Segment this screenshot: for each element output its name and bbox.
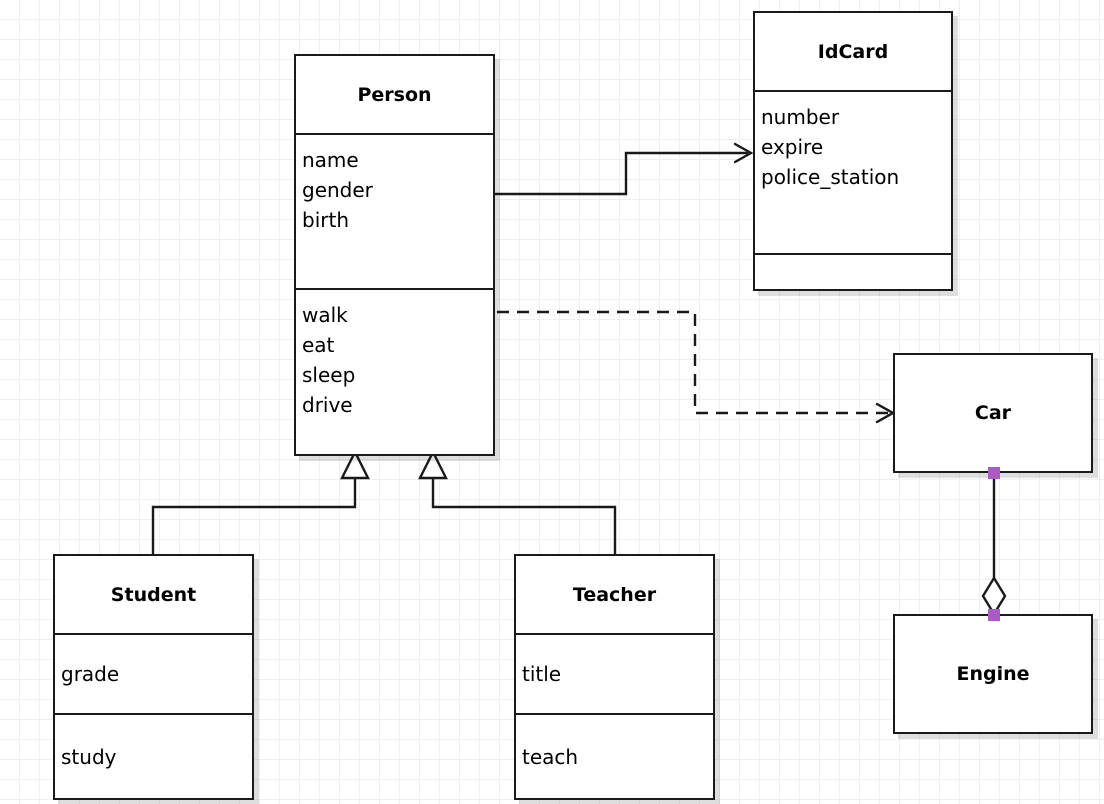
class-title-teacher: Teacher: [572, 583, 657, 606]
connection-handle-car[interactable]: [988, 467, 1000, 479]
method-row: eat: [302, 333, 335, 357]
class-methods-teacher: teach: [516, 713, 713, 798]
class-box-teacher[interactable]: Teacher title teach: [514, 554, 715, 800]
class-box-engine[interactable]: Engine: [893, 614, 1093, 734]
attribute-row: name: [302, 148, 359, 172]
method-row: walk: [302, 303, 348, 327]
attribute-row: number: [761, 105, 840, 129]
class-title-idcard: IdCard: [817, 40, 889, 63]
edge-teacher-person: [418, 449, 617, 554]
class-methods-idcard: [755, 253, 951, 289]
method-row: teach: [522, 744, 579, 769]
attribute-row: police_station: [761, 165, 900, 189]
class-title-engine: Engine: [956, 663, 1030, 685]
attribute-row: title: [522, 662, 562, 686]
class-methods-person: walk eat sleep drive: [296, 288, 493, 454]
class-methods-student: study: [55, 713, 252, 798]
edge-student-person: [151, 449, 370, 554]
method-row: drive: [302, 393, 353, 417]
class-attributes-student: grade: [55, 633, 252, 713]
class-title-person: Person: [357, 83, 432, 106]
edge-car-engine: [981, 478, 1007, 617]
class-box-car[interactable]: Car: [893, 353, 1093, 473]
edge-person-idcard: [495, 142, 754, 196]
class-title-student: Student: [110, 583, 197, 606]
method-row: study: [61, 744, 117, 769]
edge-person-car: [497, 310, 896, 424]
class-box-idcard[interactable]: IdCard number expire police_station: [753, 11, 953, 291]
class-attributes-idcard: number expire police_station: [755, 90, 951, 253]
attribute-row: gender: [302, 178, 373, 202]
class-box-person[interactable]: Person name gender birth walk eat sleep …: [294, 54, 495, 456]
class-attributes-person: name gender birth: [296, 133, 493, 288]
attribute-row: grade: [61, 662, 120, 686]
method-row: sleep: [302, 363, 356, 387]
class-box-student[interactable]: Student grade study: [53, 554, 254, 800]
attribute-row: expire: [761, 135, 824, 159]
attribute-row: birth: [302, 208, 349, 232]
connection-handle-engine[interactable]: [988, 609, 1000, 621]
class-attributes-teacher: title: [516, 633, 713, 713]
class-title-car: Car: [974, 402, 1012, 424]
